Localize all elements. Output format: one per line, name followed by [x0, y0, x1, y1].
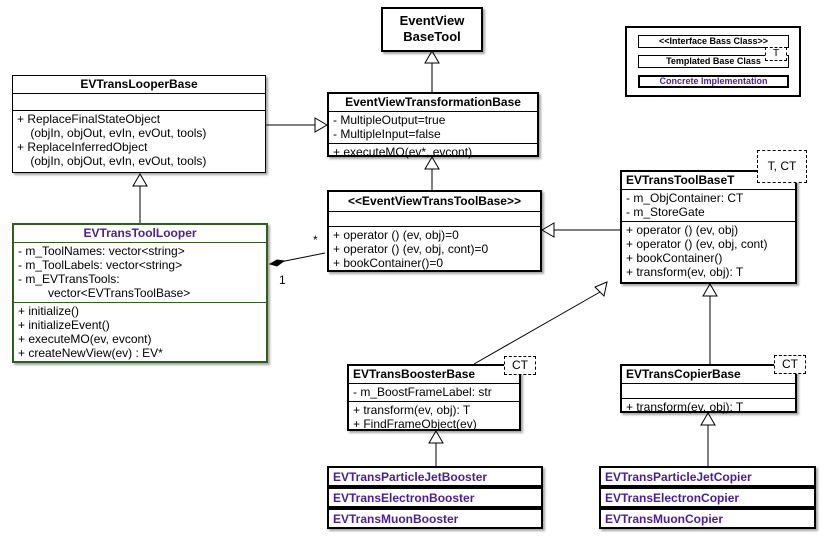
attribute-line: - m_ToolLabels: vector<string> [18, 258, 183, 272]
attribute-line: - m_StoreGate [626, 205, 705, 219]
inheritance-arrowhead-toolbase [541, 222, 555, 238]
inheritance-arrowhead-basetool [424, 50, 440, 64]
methods-section: + operator () (ev, obj) + operator () (e… [622, 222, 795, 281]
methods-section: + ReplaceFinalStateObject (objIn, objOut… [13, 111, 265, 170]
inheritance-arrowhead-basetooltempl-bottom [702, 283, 718, 297]
method-line: + ReplaceInferredObject [17, 140, 148, 154]
attribute-line: - MultipleOutput=true [333, 113, 446, 127]
method-line: + transform(ev, obj): T [626, 400, 744, 414]
class-ev-trans-electron-booster: EVTransElectronBooster [327, 487, 543, 508]
class-name: EventView BaseTool [383, 9, 481, 47]
class-ev-trans-tool-base-t: EVTransToolBaseT - m_ObjContainer: CT - … [620, 170, 797, 284]
inheritance-arrowhead-basetooltempl-left [594, 281, 608, 298]
attributes-section: - MultipleOutput=true - MultipleInput=fa… [329, 112, 537, 144]
method-line: + bookContainer()=0 [333, 256, 444, 270]
method-line: + initializeEvent() [18, 318, 110, 332]
attribute-line: - m_BoostFrameLabel: str [353, 385, 492, 399]
composition-line-looper-to-toolbase [279, 252, 326, 263]
template-params-booster-base: CT [504, 356, 536, 375]
inheritance-line-booster-to-basetooltempl [473, 291, 601, 365]
attribute-line: - m_EVTransTools: [18, 272, 120, 286]
method-line: (objIn, objOut, evIn, evOut, tools) [17, 154, 207, 168]
method-line: + executeMO(ev, evcont) [18, 332, 152, 346]
attributes-section: - m_ObjContainer: CT - m_StoreGate [622, 190, 795, 222]
method-line: + transform(ev, obj): T [626, 265, 744, 279]
method-line: + operator () (ev, obj, cont) [626, 237, 768, 251]
method-line: + initialize() [18, 304, 80, 318]
class-ev-trans-booster-base: EVTransBoosterBase - m_BoostFrameLabel: … [347, 364, 521, 431]
class-name-line-1: EventView [399, 13, 465, 28]
class-ev-trans-muon-copier: EVTransMuonCopier [599, 508, 816, 529]
legend: <<Interface Bass Class>> Templated Base … [625, 26, 801, 97]
class-event-view-base-tool: EventView BaseTool [381, 7, 483, 52]
composition-diamond [268, 259, 286, 267]
class-ev-trans-looper-base: EVTransLooperBase + ReplaceFinalStateObj… [12, 75, 266, 173]
class-name-line-2: BaseTool [403, 29, 461, 44]
inheritance-arrowhead-copierbase [700, 412, 716, 426]
class-ev-trans-tool-looper: EVTransToolLooper - m_ToolNames: vector<… [12, 223, 268, 363]
methods-section: + transform(ev, obj): T + FindFrameObjec… [349, 402, 519, 433]
method-line: + executeMO(ev*, evcont) [333, 145, 473, 159]
template-params-tool-base-t: T, CT [757, 150, 807, 183]
class-name: EVTransToolLooper [14, 225, 266, 243]
inheritance-arrowhead-looperbase [132, 173, 148, 187]
attributes-section [329, 212, 540, 227]
legend-templated-label: Templated Base Class [666, 56, 761, 66]
class-ev-trans-particle-jet-copier: EVTransParticleJetCopier [599, 466, 816, 487]
method-line: + operator () (ev, obj)=0 [333, 228, 459, 242]
class-ev-trans-copier-base: EVTransCopierBase + transform(ev, obj): … [620, 364, 797, 416]
attributes-section [13, 94, 265, 111]
attributes-section [622, 384, 795, 399]
legend-templated-base-class: Templated Base Class [638, 55, 789, 68]
legend-template-marker: T [765, 47, 787, 61]
class-name: <<EventViewTransToolBase>> [329, 192, 540, 212]
attributes-section: - m_BoostFrameLabel: str [349, 384, 519, 402]
class-name: EVTransBoosterBase [349, 366, 519, 384]
method-line: (objIn, objOut, evIn, evOut, tools) [17, 126, 207, 140]
method-line: + FindFrameObject(ev) [353, 417, 477, 431]
multiplicity-many: * [313, 233, 318, 247]
inheritance-arrowhead-transformation-bottom [424, 156, 440, 170]
class-name: EVTransCopierBase [622, 366, 795, 384]
class-name: EVTransToolBaseT [622, 172, 795, 190]
class-event-view-trans-tool-base: <<EventViewTransToolBase>> + operator ()… [327, 190, 542, 272]
method-line: + transform(ev, obj): T [353, 403, 471, 417]
attribute-line: - m_ToolNames: vector<string> [18, 244, 185, 258]
methods-section: + transform(ev, obj): T [622, 399, 795, 416]
legend-interface-base-class: <<Interface Bass Class>> [638, 35, 789, 48]
multiplicity-one: 1 [279, 273, 286, 287]
class-ev-trans-electron-copier: EVTransElectronCopier [599, 487, 816, 508]
class-name: EventViewTransformationBase [329, 94, 537, 112]
method-line: + bookContainer() [626, 251, 723, 265]
class-ev-trans-muon-booster: EVTransMuonBooster [327, 508, 543, 529]
inheritance-arrowhead-boosterbase [428, 430, 444, 444]
legend-concrete-implementation: Concrete Implementation [638, 75, 789, 88]
methods-section: + operator () (ev, obj)=0 + operator () … [329, 227, 540, 272]
methods-section: + executeMO(ev*, evcont) [329, 144, 537, 161]
inheritance-arrowhead-transformation-left [314, 117, 328, 133]
template-params-copier-base: CT [774, 355, 806, 374]
attribute-line: - MultipleInput=false [333, 127, 441, 141]
class-event-view-transformation-base: EventViewTransformationBase - MultipleOu… [327, 92, 539, 159]
attribute-line: - m_ObjContainer: CT [626, 191, 744, 205]
attribute-line: vector<EVTransToolBase> [18, 286, 191, 300]
method-line: + ReplaceFinalStateObject [17, 112, 161, 126]
class-name: EVTransLooperBase [13, 76, 265, 94]
method-line: + operator () (ev, obj) [626, 223, 739, 237]
method-line: + operator () (ev, obj, cont)=0 [333, 242, 489, 256]
method-line: + createNewView(ev) : EV* [18, 346, 163, 360]
attributes-section: - m_ToolNames: vector<string> - m_ToolLa… [14, 243, 266, 303]
class-ev-trans-particle-jet-booster: EVTransParticleJetBooster [327, 466, 543, 487]
methods-section: + initialize() + initializeEvent() + exe… [14, 303, 266, 362]
